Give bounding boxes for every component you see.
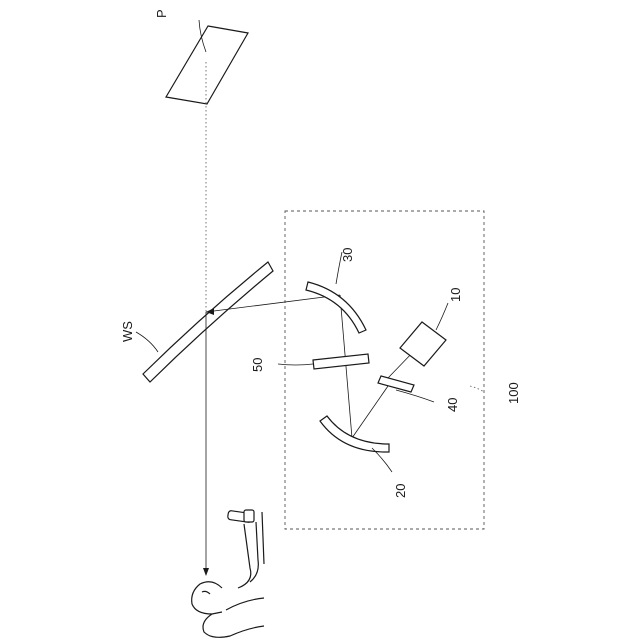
- housing-100: [285, 211, 484, 529]
- leader-40: [396, 390, 434, 402]
- label-10: 10: [448, 288, 463, 302]
- driver-figure: [192, 510, 264, 637]
- driver-torso: [226, 598, 264, 610]
- leader-100: [470, 386, 484, 392]
- label-40: 40: [445, 398, 460, 412]
- arrow-ws-eye: [203, 568, 209, 576]
- driver-eye: [202, 591, 210, 594]
- element-40: [378, 376, 414, 392]
- label-20: 20: [393, 484, 408, 498]
- virtual-image-plane: [166, 26, 248, 104]
- mirror-30: [306, 282, 366, 333]
- driver-arm-upper: [238, 524, 251, 588]
- label-p: P: [154, 9, 169, 18]
- label-100: 100: [506, 382, 521, 404]
- driver-head: [192, 582, 222, 614]
- steering-column: [262, 512, 264, 564]
- steering-wheel: [244, 510, 254, 522]
- driver-shoulder: [203, 614, 264, 637]
- display-10: [400, 322, 446, 366]
- leader-10: [436, 303, 448, 330]
- ray-40-20: [352, 386, 388, 438]
- leader-ws: [136, 332, 158, 352]
- label-ws: WS: [120, 321, 135, 342]
- leader-50: [278, 364, 313, 365]
- label-50: 50: [250, 358, 265, 372]
- label-30: 30: [340, 248, 355, 262]
- element-50: [313, 354, 369, 369]
